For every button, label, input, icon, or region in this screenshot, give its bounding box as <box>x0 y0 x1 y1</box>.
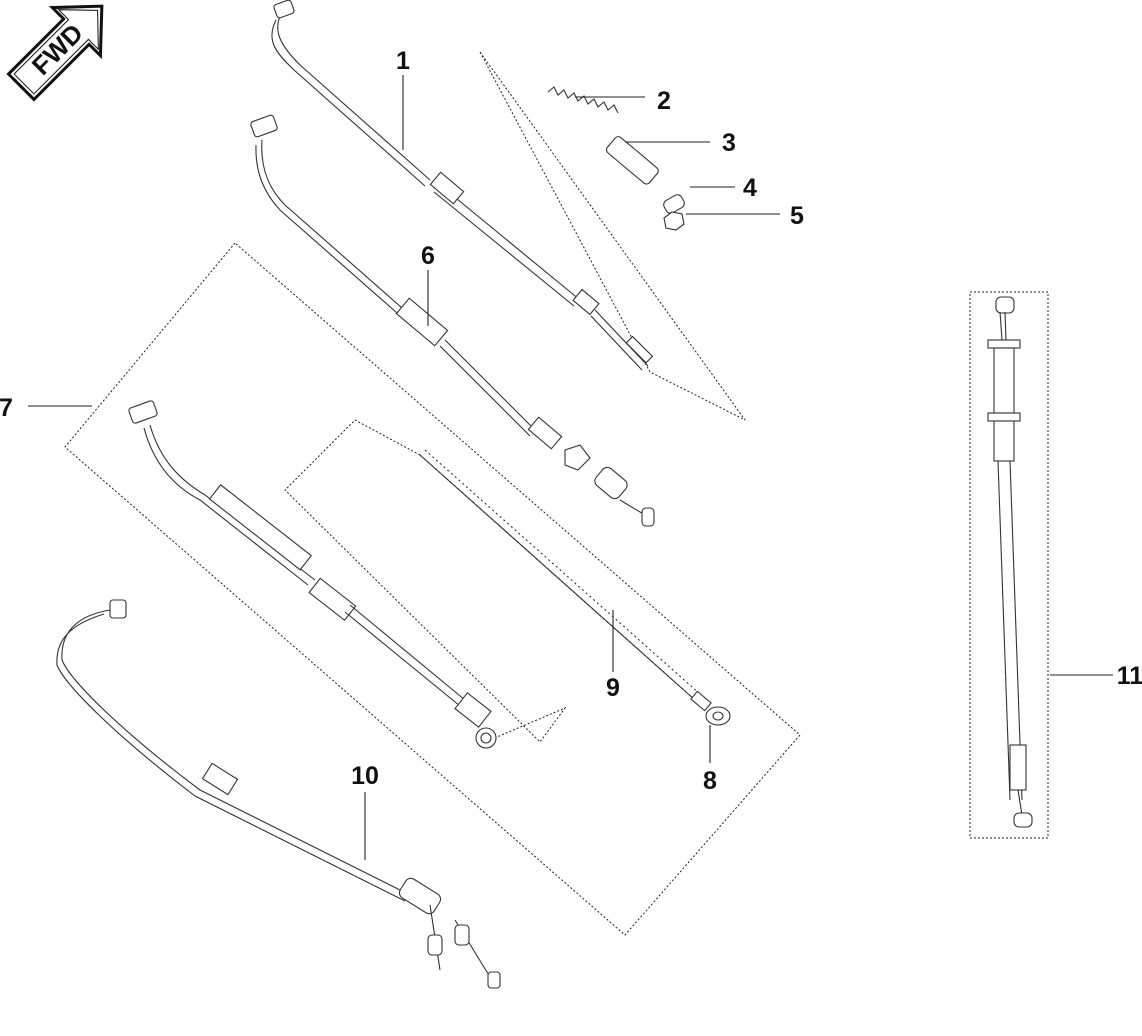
leader-lines <box>28 75 1113 860</box>
group-outline-7 <box>64 242 801 936</box>
callout-9: 9 <box>606 674 620 702</box>
adjuster-3 <box>605 136 659 185</box>
washer-8 <box>705 706 731 726</box>
cable-7 <box>128 400 497 749</box>
nut-5 <box>663 211 685 231</box>
cable-6 <box>250 114 655 527</box>
callout-11: 11 <box>1117 662 1142 690</box>
group-outline-2-5 <box>479 51 746 421</box>
callout-4: 4 <box>743 174 757 202</box>
group-outline-9 <box>284 419 567 743</box>
callout-7: 7 <box>0 394 13 422</box>
callout-8: 8 <box>703 767 717 795</box>
cable-11 <box>987 296 1033 828</box>
cable-1 <box>271 0 654 371</box>
callout-1: 1 <box>396 47 410 75</box>
nut-4 <box>663 194 685 214</box>
callout-5: 5 <box>790 202 804 230</box>
cable-9 <box>419 449 712 712</box>
callout-6: 6 <box>421 242 435 270</box>
spring-2 <box>547 86 619 114</box>
callout-10: 10 <box>351 762 379 790</box>
fwd-arrow-icon: FWD <box>6 4 104 102</box>
callout-2: 2 <box>657 87 671 115</box>
cable-10 <box>56 599 501 989</box>
callout-3: 3 <box>722 129 736 157</box>
